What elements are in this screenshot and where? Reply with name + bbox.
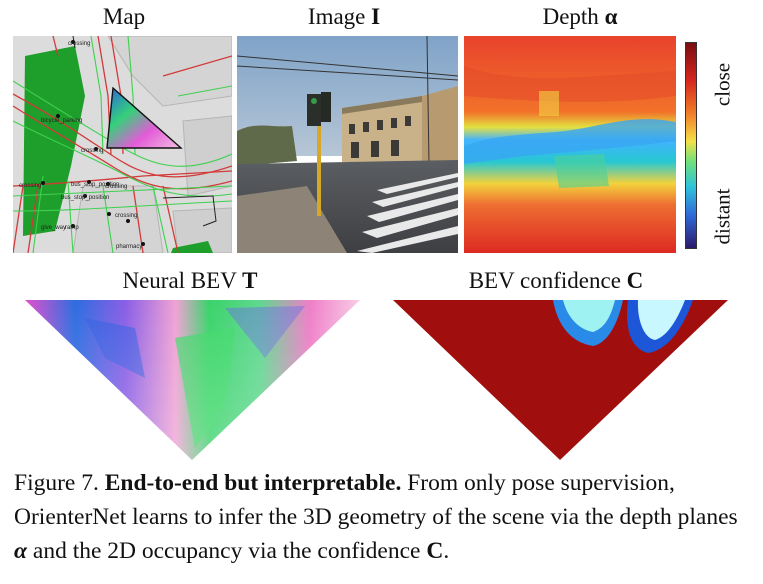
neural-bev-panel (25, 298, 360, 461)
neural-bev-title: Neural BEV T (122, 268, 258, 293)
colorbar-close-label: close (710, 62, 735, 107)
map-label: crossing (105, 184, 127, 190)
map-label: pharmacy (116, 244, 142, 250)
map-label: ramp (65, 225, 79, 231)
map-label: bicycle_parking (41, 118, 82, 124)
depth-title: Depth α (542, 4, 618, 29)
map-label: bus_stop_position (71, 182, 119, 188)
crosswalk-stripes (357, 173, 458, 253)
park-area-2 (171, 241, 213, 253)
map-label: give_way (41, 225, 66, 231)
map-label: bus_stop_position (61, 195, 109, 201)
map-label: crossing (115, 213, 137, 219)
bev-fov-triangle (106, 86, 183, 149)
depth-colorbar (685, 42, 697, 249)
map-panel: crossing bicycle_parking crossing crossi… (13, 36, 232, 253)
image-title: Image I (307, 4, 381, 29)
osm-map: crossing bicycle_parking crossing crossi… (13, 36, 232, 253)
map-label: crossing (19, 183, 41, 189)
camera-image (237, 36, 458, 253)
map-title: Map (102, 4, 146, 29)
bev-confidence-panel (393, 298, 728, 461)
bev-confidence-title: BEV confidence C (468, 268, 644, 293)
footways (13, 36, 232, 253)
map-label: crossing (68, 41, 90, 47)
poi-dots (41, 40, 145, 246)
map-label: crossing (81, 148, 103, 154)
roads (13, 36, 232, 253)
traffic-light-pole (317, 126, 321, 216)
colorbar-distant-label: distant (710, 188, 735, 245)
figure-caption: Figure 7. End-to-end but interpretable. … (14, 470, 738, 564)
depth-map (464, 36, 676, 253)
